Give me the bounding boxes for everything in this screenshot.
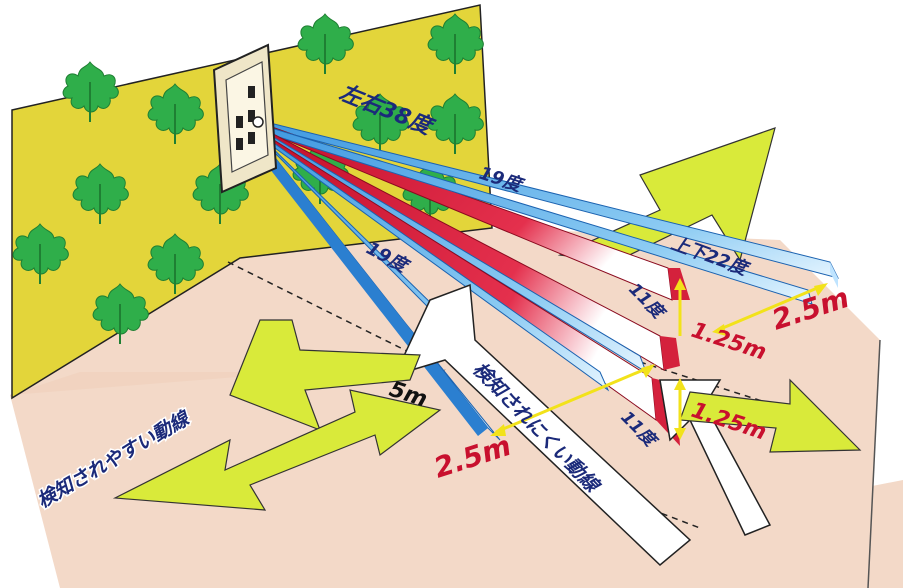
sensor-lens-icon <box>252 116 264 128</box>
easy-path-arrow-upper <box>557 127 776 263</box>
dimension-arrowheads <box>490 278 828 440</box>
dimension-arrows <box>495 284 823 434</box>
wall-outlet-sensor <box>212 43 278 194</box>
easy-path-arrows <box>112 319 862 511</box>
